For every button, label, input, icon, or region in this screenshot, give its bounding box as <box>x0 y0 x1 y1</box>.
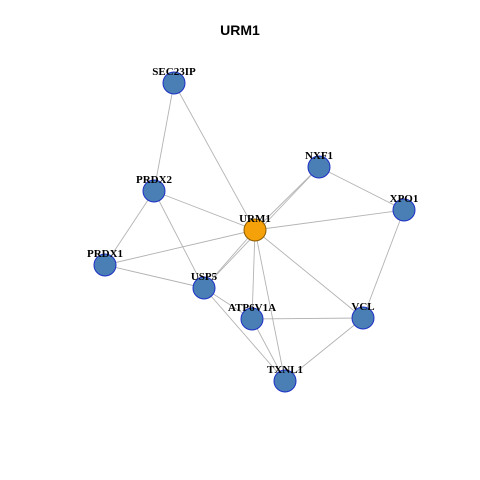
edge-sec23ip-urm1 <box>173 82 256 231</box>
node-label-urm1: URM1 <box>239 213 271 225</box>
node-label-vcl: VCL <box>351 301 374 313</box>
edge-usp5-urm1 <box>203 229 256 289</box>
labels-layer: URM1 SEC23IP PRDX2 NXF1XPO1PRDX1USP5ATP6V1A… <box>87 66 418 376</box>
edge-prdx1-usp5 <box>104 264 205 289</box>
node-label-prdx1: PRDX1 <box>87 248 123 260</box>
edge-nxf1-xpo1 <box>318 166 405 211</box>
node-nxf1 <box>307 155 331 179</box>
node-prdx2 <box>142 179 166 203</box>
edge-atp6v1a-urm1 <box>251 229 256 320</box>
node-label-prdx2: PRDX2 <box>136 174 173 186</box>
edges-layer <box>104 82 405 382</box>
edge-prdx2-prdx1 <box>104 190 155 266</box>
node-label-xpo1: XPO1 <box>390 193 419 205</box>
edge-vcl-txnl1 <box>284 317 364 382</box>
node-usp5 <box>192 276 216 300</box>
node-label-atp6v1a: ATP6V1A <box>228 302 276 314</box>
node-label-txnl1: TXNL1 <box>267 364 303 376</box>
node-atp6v1a <box>240 307 264 331</box>
edge-usp5-txnl1 <box>203 287 286 382</box>
graph-title: URM1 <box>220 22 260 38</box>
node-xpo1 <box>392 198 416 222</box>
node-urm1 <box>243 218 267 242</box>
edge-prdx1-urm1 <box>104 229 256 266</box>
edge-atp6v1a-vcl <box>251 317 364 320</box>
nodes-layer <box>93 71 416 393</box>
edge-urm1-txnl1 <box>254 229 286 382</box>
node-sec23ip <box>162 71 186 95</box>
edge-xpo1-urm1 <box>254 209 405 231</box>
edge-sec23ip-prdx2 <box>153 82 175 192</box>
node-vcl <box>351 306 375 330</box>
edge-prdx2-urm1 <box>153 190 256 231</box>
edge-nxf1-urm1 <box>254 166 320 231</box>
node-prdx1 <box>93 253 117 277</box>
edge-xpo1-vcl <box>362 209 405 319</box>
edge-prdx2-usp5 <box>153 190 205 289</box>
node-label-sec23ip: SEC23IP <box>152 66 196 78</box>
node-txnl1 <box>273 369 297 393</box>
edge-atp6v1a-txnl1 <box>251 318 286 382</box>
node-label-nxf1: NXF1 <box>305 150 333 162</box>
edge-urm1-vcl <box>254 229 364 319</box>
node-label-usp5: USP5 <box>191 271 218 283</box>
